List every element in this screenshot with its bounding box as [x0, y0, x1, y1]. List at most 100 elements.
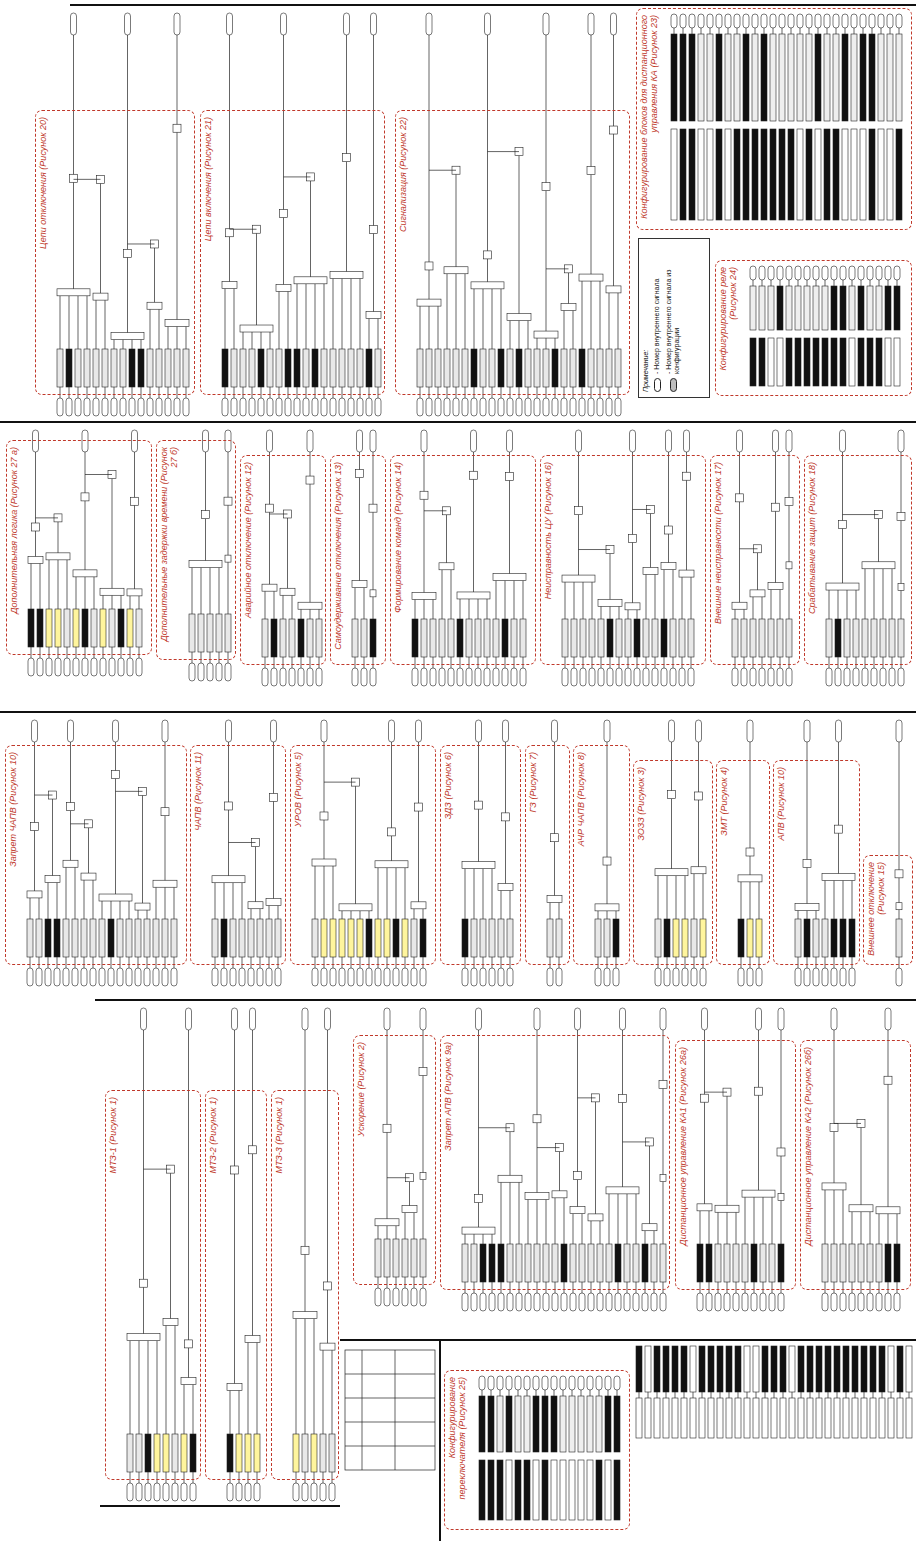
- wire: [186, 387, 187, 398]
- input-block: [471, 349, 477, 387]
- output-config-blocks: [636, 1346, 912, 1438]
- group-title: МТЗ-1 (Рисунок 1): [108, 1097, 118, 1473]
- wire: [789, 569, 790, 619]
- signal-tag: [93, 398, 99, 416]
- logic-gate: [457, 592, 490, 599]
- logic-gate: [45, 876, 60, 883]
- wire: [355, 786, 356, 904]
- input-block: [329, 1434, 335, 1472]
- config-block: [744, 1398, 750, 1438]
- config-block: [752, 129, 758, 220]
- input-block: [420, 919, 426, 957]
- logic-gate: [402, 1206, 417, 1213]
- signal-tag: [222, 398, 228, 416]
- wire: [296, 1472, 297, 1483]
- wire: [618, 293, 619, 349]
- signal-tag: [163, 1483, 169, 1501]
- configuration-blocks: [479, 1376, 620, 1520]
- wire: [138, 957, 139, 968]
- input-block: [375, 919, 381, 957]
- wire: [474, 1234, 475, 1244]
- wire: [668, 452, 669, 526]
- input-block: [507, 349, 513, 387]
- signal-tag: [896, 720, 902, 742]
- wire: [157, 1472, 158, 1483]
- wire: [854, 28, 855, 34]
- input-block: [673, 919, 679, 957]
- timer-block: [785, 497, 793, 505]
- config-block: [825, 1398, 831, 1438]
- signal-tag: [756, 968, 762, 986]
- wire: [519, 1282, 520, 1293]
- config-block: [614, 1460, 620, 1520]
- config-block: [906, 1398, 912, 1438]
- input-block: [571, 619, 577, 657]
- wire: [252, 332, 253, 349]
- timer-block: [777, 1148, 785, 1156]
- wire: [861, 1282, 862, 1293]
- wire: [324, 284, 325, 349]
- rotated-title-frame: МТЗ-1 (Рисунок 1): [106, 1091, 120, 1479]
- config-block: [789, 1398, 795, 1438]
- input-block: [480, 349, 486, 387]
- row-separators: [0, 5, 916, 1541]
- wire: [700, 1211, 701, 1244]
- group-title: ЧАПВ (Рисунок 11): [193, 752, 203, 958]
- config-block: [788, 34, 794, 121]
- logic-scheme: [822, 1008, 900, 1311]
- signal-tag: [633, 1293, 639, 1311]
- input-block: [507, 1244, 513, 1282]
- wire: [210, 567, 211, 614]
- wire: [613, 134, 614, 286]
- rotated-title-frame: Ускорение (Рисунок 2): [354, 1036, 368, 1284]
- wire: [645, 1282, 646, 1293]
- config-block: [852, 1346, 858, 1392]
- input-block: [471, 1244, 477, 1282]
- wire: [900, 1392, 901, 1398]
- wire: [632, 452, 633, 534]
- logic-group-frame: Конфигурирование реле (Рисунок 24): [715, 260, 912, 396]
- wire: [429, 35, 430, 262]
- signal-tag: [597, 398, 603, 416]
- wire: [319, 609, 320, 619]
- logic-group-frame: Дополнительные задержки времени (Рисунок…: [156, 440, 236, 660]
- wire: [139, 1472, 140, 1483]
- input-block: [715, 1244, 721, 1282]
- wire: [102, 957, 103, 968]
- wire: [85, 501, 86, 570]
- wire: [378, 957, 379, 968]
- signal-tag: [876, 266, 882, 280]
- wire: [798, 280, 799, 286]
- signal-tag: [330, 398, 336, 416]
- signal-tag: [476, 1008, 482, 1030]
- wire: [899, 28, 900, 34]
- signal-tag: [325, 1008, 331, 1030]
- signal-tag: [700, 968, 706, 986]
- timer-block: [506, 472, 514, 480]
- config-block: [506, 1396, 512, 1452]
- wire: [565, 657, 566, 668]
- wire: [728, 28, 729, 34]
- wire: [346, 162, 347, 272]
- signal-tag: [221, 968, 227, 986]
- input-block: [221, 919, 227, 957]
- input-block: [91, 609, 97, 647]
- input-block: [136, 609, 142, 647]
- timer-block: [884, 1076, 892, 1084]
- table-rule: [345, 1446, 435, 1447]
- config-block: [578, 1396, 584, 1452]
- wire: [269, 957, 270, 968]
- input-block: [625, 619, 631, 657]
- signal-tag: [822, 968, 828, 986]
- wire: [583, 657, 584, 668]
- wire: [446, 515, 447, 563]
- input-block: [552, 349, 558, 387]
- timer-block: [603, 857, 611, 865]
- wire: [727, 1096, 728, 1205]
- wire: [899, 878, 900, 903]
- wire: [590, 1390, 591, 1396]
- wire: [474, 289, 475, 349]
- configuration-blocks: [671, 14, 902, 220]
- input-block: [163, 1434, 169, 1472]
- wire: [111, 901, 112, 919]
